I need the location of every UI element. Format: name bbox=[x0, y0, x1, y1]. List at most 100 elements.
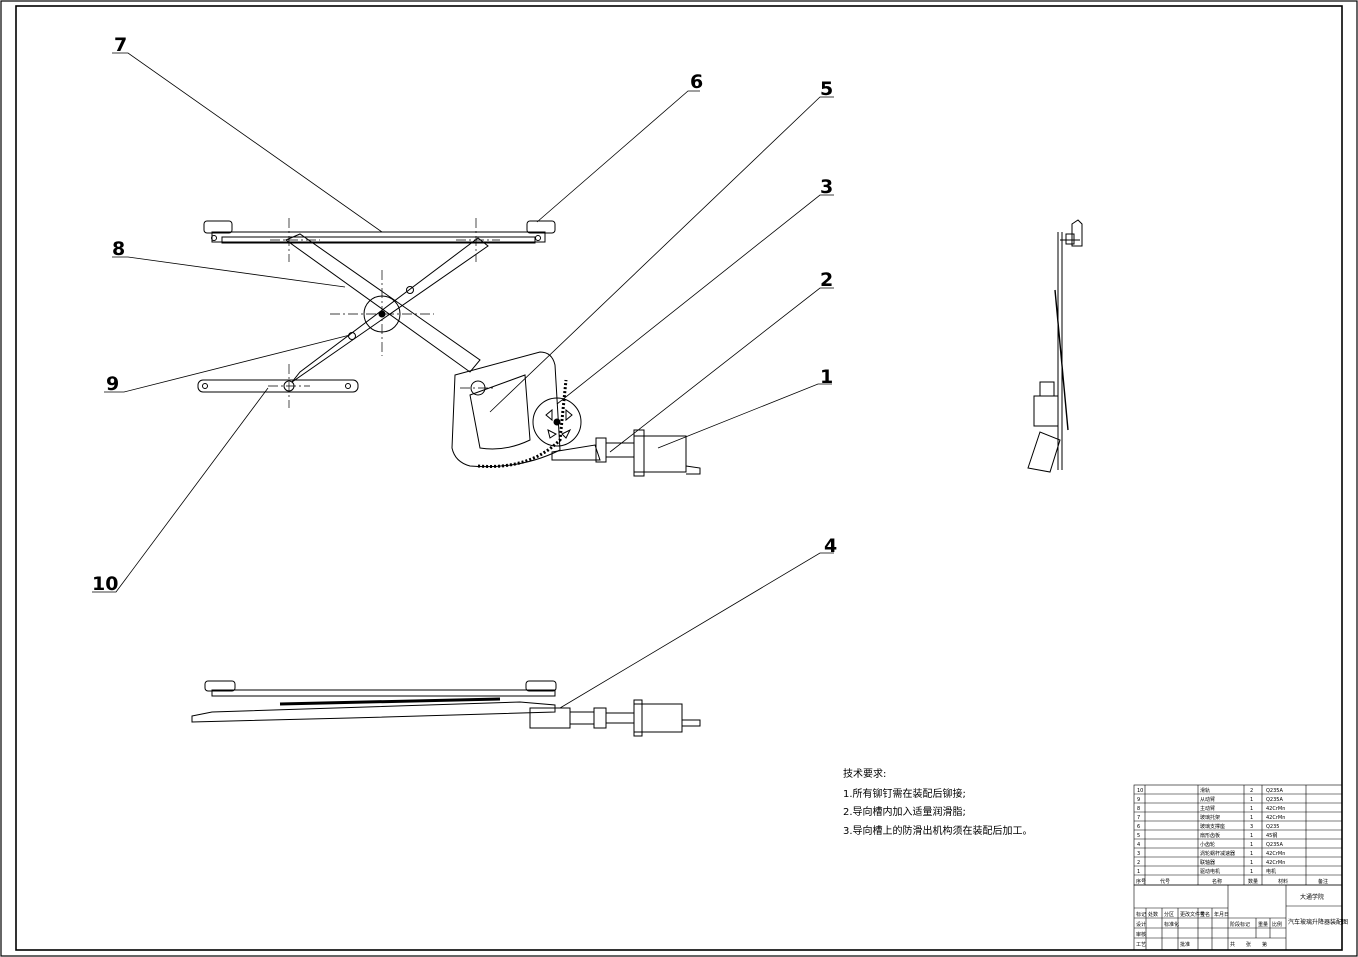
title-block-label: 共 bbox=[1230, 941, 1235, 948]
bom-cell: 驱动电机 bbox=[1200, 868, 1220, 875]
bv-top-rail bbox=[211, 689, 556, 697]
title-block-label: 处数 bbox=[1148, 911, 1158, 918]
bv-motor bbox=[633, 703, 683, 733]
bv-arms bbox=[191, 701, 556, 723]
bom-cell: 45钢 bbox=[1266, 832, 1277, 839]
bom-cell: 扇形齿板 bbox=[1200, 832, 1220, 839]
sector-plate-window bbox=[469, 374, 531, 450]
bom-cell: 3 bbox=[1250, 824, 1253, 830]
title-block-label: 标准化 bbox=[1164, 921, 1179, 928]
title-block-label: 标记 bbox=[1136, 911, 1146, 918]
bom-cell: 1 bbox=[1250, 869, 1253, 875]
title-block-label: 分区 bbox=[1164, 911, 1174, 918]
bom-header-cell: 名称 bbox=[1212, 878, 1222, 885]
notes-title: 技术要求: bbox=[843, 767, 886, 780]
bom-cell: Q235A bbox=[1266, 797, 1283, 803]
side-motor bbox=[1027, 431, 1061, 473]
bom-cell: 主动臂 bbox=[1200, 805, 1215, 812]
bom-cell: 4 bbox=[1137, 842, 1140, 848]
callout-4: 4 bbox=[824, 535, 837, 557]
bom-cell: 7 bbox=[1137, 815, 1140, 821]
bom-cell: 1 bbox=[1250, 797, 1253, 803]
callout-10: 10 bbox=[92, 573, 118, 595]
bom-cell: 1 bbox=[1250, 860, 1253, 866]
coupling bbox=[595, 437, 607, 463]
note-2: 2.导向槽内加入适量润滑脂; bbox=[843, 805, 966, 818]
callout-6: 6 bbox=[690, 71, 703, 93]
bom-cell: 3 bbox=[1137, 851, 1140, 857]
callout-2: 2 bbox=[820, 269, 833, 291]
front-view bbox=[197, 218, 701, 477]
callout-1: 1 bbox=[820, 366, 833, 388]
bom-cell: 1 bbox=[1250, 851, 1253, 857]
technical-notes: 技术要求: 1.所有铆钉需在装配后铆接; 2.导向槽内加入适量润滑脂; 3.导向… bbox=[843, 767, 1033, 837]
bom-cell: Q235 bbox=[1266, 824, 1279, 830]
bv-gearbox bbox=[529, 707, 571, 729]
title-block-label: 重量 bbox=[1258, 921, 1268, 928]
drawing-name: 汽车玻璃升降器装配图 bbox=[1288, 918, 1348, 926]
title-block-labels: 标记处数分区更改文件号签名年月日设计标准化审核工艺批准阶段标记重量比例共张第 bbox=[1136, 911, 1282, 948]
bom-cell: 2 bbox=[1137, 860, 1140, 866]
drive-motor bbox=[633, 435, 687, 473]
bom-cell: 玻璃托架 bbox=[1200, 814, 1220, 821]
pinion-gearbox bbox=[532, 397, 582, 447]
bom-cell: 6 bbox=[1137, 824, 1140, 830]
title-block-label: 比例 bbox=[1272, 921, 1282, 928]
title-block-label: 设计 bbox=[1136, 921, 1146, 928]
title-block-label: 批准 bbox=[1180, 941, 1190, 948]
title-block-label: 工艺 bbox=[1136, 942, 1146, 948]
inner-frame bbox=[15, 5, 1343, 951]
bom-cell: 9 bbox=[1137, 797, 1140, 803]
bom-cell: 42CrMn bbox=[1266, 860, 1285, 866]
bom-cell: 玻璃支撑座 bbox=[1200, 823, 1225, 830]
bom-cell: Q235A bbox=[1266, 842, 1283, 848]
bom-cell: 电机 bbox=[1266, 868, 1276, 875]
left-glass-support bbox=[203, 220, 233, 234]
title-block-label: 年月日 bbox=[1214, 911, 1229, 918]
main-arm bbox=[284, 233, 481, 373]
callout-5: 5 bbox=[820, 78, 833, 100]
title-block-label: 第 bbox=[1262, 941, 1267, 948]
title-block-label: 审核 bbox=[1136, 931, 1146, 938]
bom-cell: Q235A bbox=[1266, 788, 1283, 794]
bom-table bbox=[1133, 784, 1343, 886]
sector-gear-plate bbox=[451, 351, 561, 468]
note-1: 1.所有铆钉需在装配后铆接; bbox=[843, 787, 966, 800]
bom-cell: 涡轮蜗杆减速器 bbox=[1200, 850, 1235, 857]
bom-cell: 1 bbox=[1250, 806, 1253, 812]
bom-header-cell: 代号 bbox=[1160, 878, 1170, 885]
bom-header-cell: 数量 bbox=[1248, 878, 1258, 885]
leader-lines bbox=[92, 52, 834, 709]
gearbox-vents bbox=[545, 408, 573, 439]
bom-cell: 1 bbox=[1250, 815, 1253, 821]
title-block-label: 更改文件号 bbox=[1180, 911, 1205, 918]
bom-cell: 1 bbox=[1250, 833, 1253, 839]
bom-cell: 从动臂 bbox=[1200, 796, 1215, 803]
bom-cell: 42CrMn bbox=[1266, 806, 1285, 812]
worm-shaft bbox=[551, 444, 601, 461]
school-name: 大通学院 bbox=[1300, 893, 1324, 901]
bottom-view bbox=[191, 680, 701, 737]
bom-header-cell: 序号 bbox=[1136, 878, 1146, 885]
bom-cell: 42CrMn bbox=[1266, 851, 1285, 857]
right-glass-support bbox=[526, 220, 556, 234]
bv-left-support bbox=[204, 680, 236, 692]
bom-cell: 1 bbox=[1250, 842, 1253, 848]
callout-9: 9 bbox=[106, 373, 119, 395]
bom-cell: 联轴器 bbox=[1200, 859, 1215, 866]
bom-cell: 1 bbox=[1137, 869, 1140, 875]
bom-cell: 8 bbox=[1137, 806, 1140, 812]
bom-cell: 小齿轮 bbox=[1200, 841, 1215, 848]
bom-cell: 5 bbox=[1137, 833, 1140, 839]
driven-arm bbox=[291, 237, 489, 383]
bom-cell: 2 bbox=[1250, 788, 1253, 794]
side-view bbox=[1027, 219, 1083, 473]
bom-cell: 10 bbox=[1137, 788, 1143, 794]
callout-8: 8 bbox=[112, 238, 125, 260]
title-block-label: 阶段标记 bbox=[1230, 921, 1250, 928]
bom-cell: 42CrMn bbox=[1266, 815, 1285, 821]
bv-right-support bbox=[525, 680, 557, 692]
